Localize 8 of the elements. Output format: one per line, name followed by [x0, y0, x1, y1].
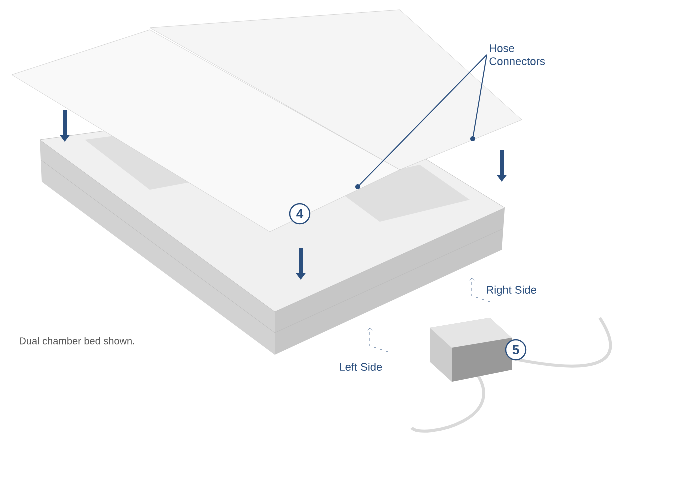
callout-number: 5	[505, 339, 527, 361]
caption-note: Dual chamber bed shown.	[20, 337, 134, 345]
side-label: Left Side	[340, 362, 382, 372]
leader-line	[472, 54, 488, 137]
leader-line	[359, 54, 488, 186]
side-label: Right Side	[487, 286, 536, 296]
callout-number: 4	[289, 203, 311, 225]
callout-label: Hose Connectors	[490, 44, 546, 66]
